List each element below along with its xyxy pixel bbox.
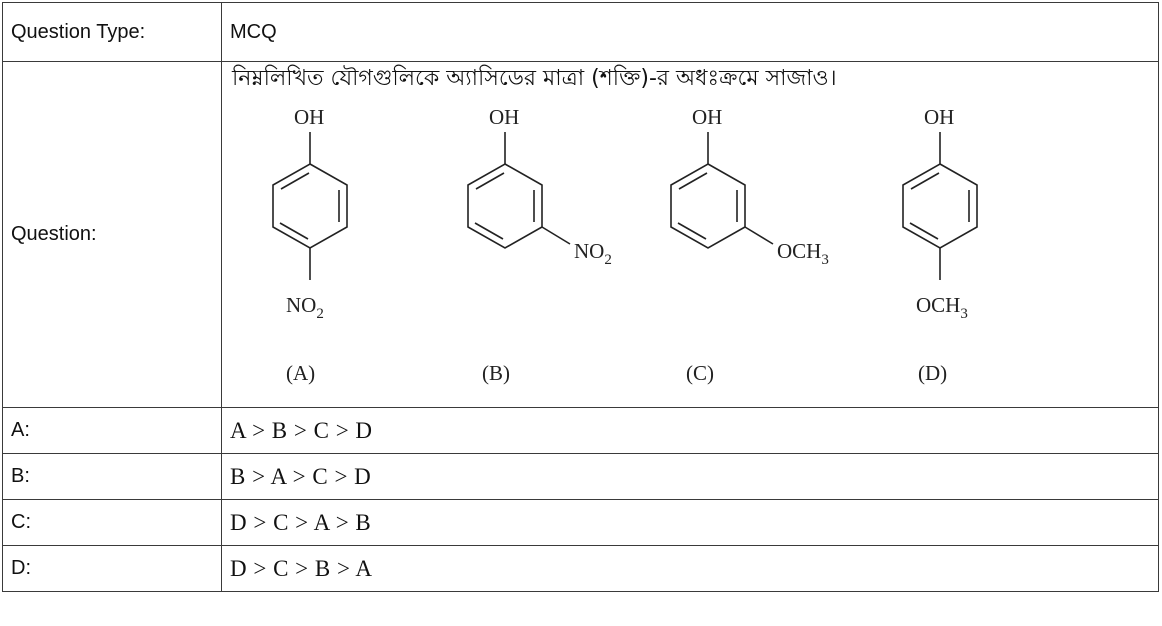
option-c-label: C: [2, 499, 222, 546]
compound-d-tag: (D) [918, 361, 947, 385]
option-b-value: B > A > C > D [221, 453, 1159, 500]
option-row-a: A: A > B > C > D [2, 407, 1159, 454]
compound-d-oh: OH [924, 105, 954, 129]
compound-b-tag: (B) [482, 361, 510, 385]
question-table: Question Type: MCQ Question: নিম্নলিখিত … [2, 2, 1159, 592]
compound-a-substituent: NO2 [286, 293, 324, 322]
question-label: Question: [2, 61, 222, 408]
compound-a-tag: (A) [286, 361, 315, 385]
question-type-label: Question Type: [2, 2, 222, 62]
compound-a-oh: OH [294, 105, 324, 129]
compound-d-substituent: OCH3 [916, 293, 968, 322]
question-type-row: Question Type: MCQ [2, 2, 1159, 62]
option-row-c: C: D > C > A > B [2, 499, 1159, 546]
compound-b-oh: OH [489, 105, 519, 129]
option-a-value: A > B > C > D [221, 407, 1159, 454]
option-a-label: A: [2, 407, 222, 454]
option-b-label: B: [2, 453, 222, 500]
option-c-value: D > C > A > B [221, 499, 1159, 546]
compound-c-oh: OH [692, 105, 722, 129]
compound-c-tag: (C) [686, 361, 714, 385]
question-row: Question: নিম্নলিখিত যৌগগুলিকে অ্যাসিডের… [2, 61, 1159, 408]
option-d-value: D > C > B > A [221, 545, 1159, 592]
question-type-value: MCQ [221, 2, 1159, 62]
question-text: নিম্নলিখিত যৌগগুলিকে অ্যাসিডের মাত্রা (শ… [232, 66, 837, 91]
compound-c-substituent: OCH3 [777, 239, 829, 268]
compounds-figure: OH NO2 (A) OH NO2 (B) OH OCH3 (C) OH OCH… [272, 105, 978, 385]
option-d-label: D: [2, 545, 222, 592]
compound-b-substituent: NO2 [574, 239, 612, 268]
option-row-d: D: D > C > B > A [2, 545, 1159, 592]
question-content: নিম্নলিখিত যৌগগুলিকে অ্যাসিডের মাত্রা (শ… [221, 61, 1159, 408]
option-row-b: B: B > A > C > D [2, 453, 1159, 500]
